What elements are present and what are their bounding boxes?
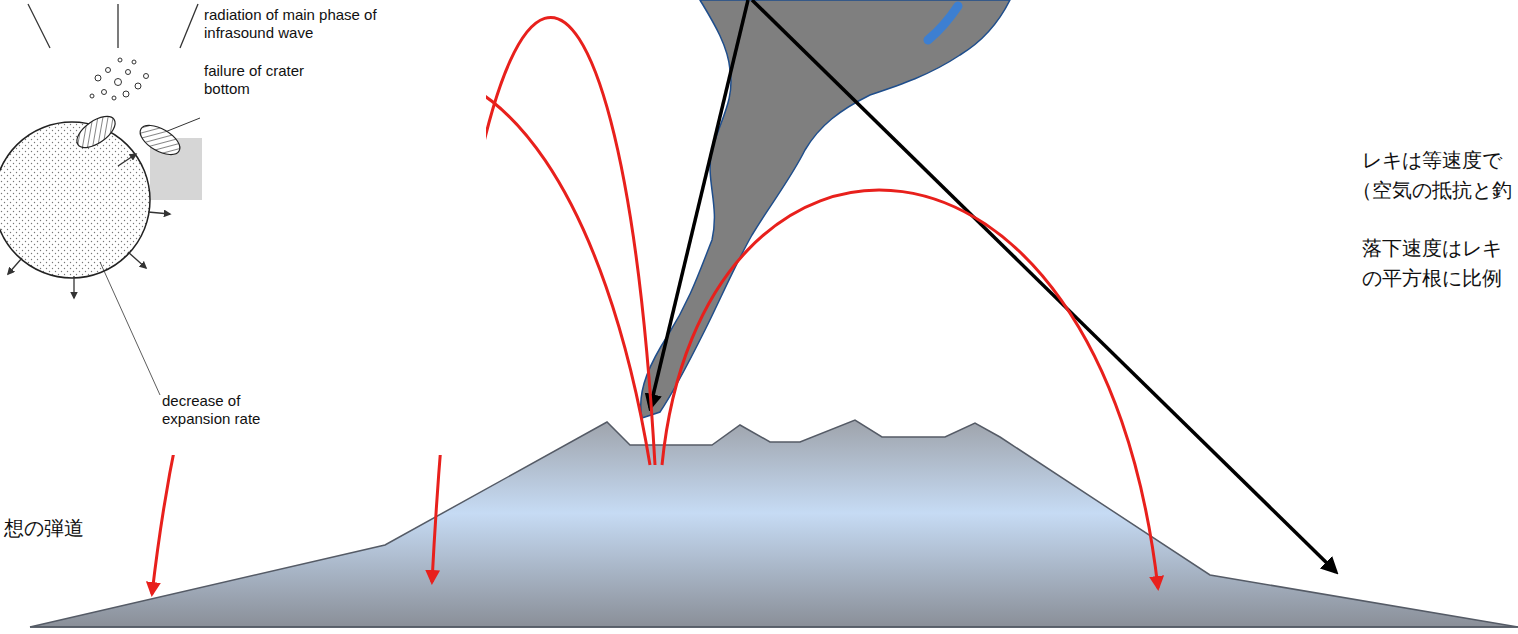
inset-label: decrease of expansion rate (162, 392, 292, 428)
plume-streak (928, 6, 958, 40)
falling-note: の平方根に比例 (1362, 266, 1502, 290)
trajectory-note: 想の弾道 (4, 516, 84, 540)
inset-label: radiation of main phase of infrasound wa… (204, 6, 394, 42)
falling-note: レキは等速度で (1362, 148, 1502, 172)
falling-note: 落下速度はレキ (1362, 236, 1502, 260)
ballistic-trajectory (662, 190, 1158, 588)
wind-trajectory (752, 0, 1336, 572)
ground-line (30, 626, 1518, 628)
falling-note: （空気の抵抗と釣 (1352, 178, 1512, 202)
eruption-plume (641, 0, 1010, 418)
explosion-inset (0, 0, 486, 455)
inset-label: failure of crater bottom (204, 62, 314, 98)
wind-trajectory (650, 0, 748, 408)
